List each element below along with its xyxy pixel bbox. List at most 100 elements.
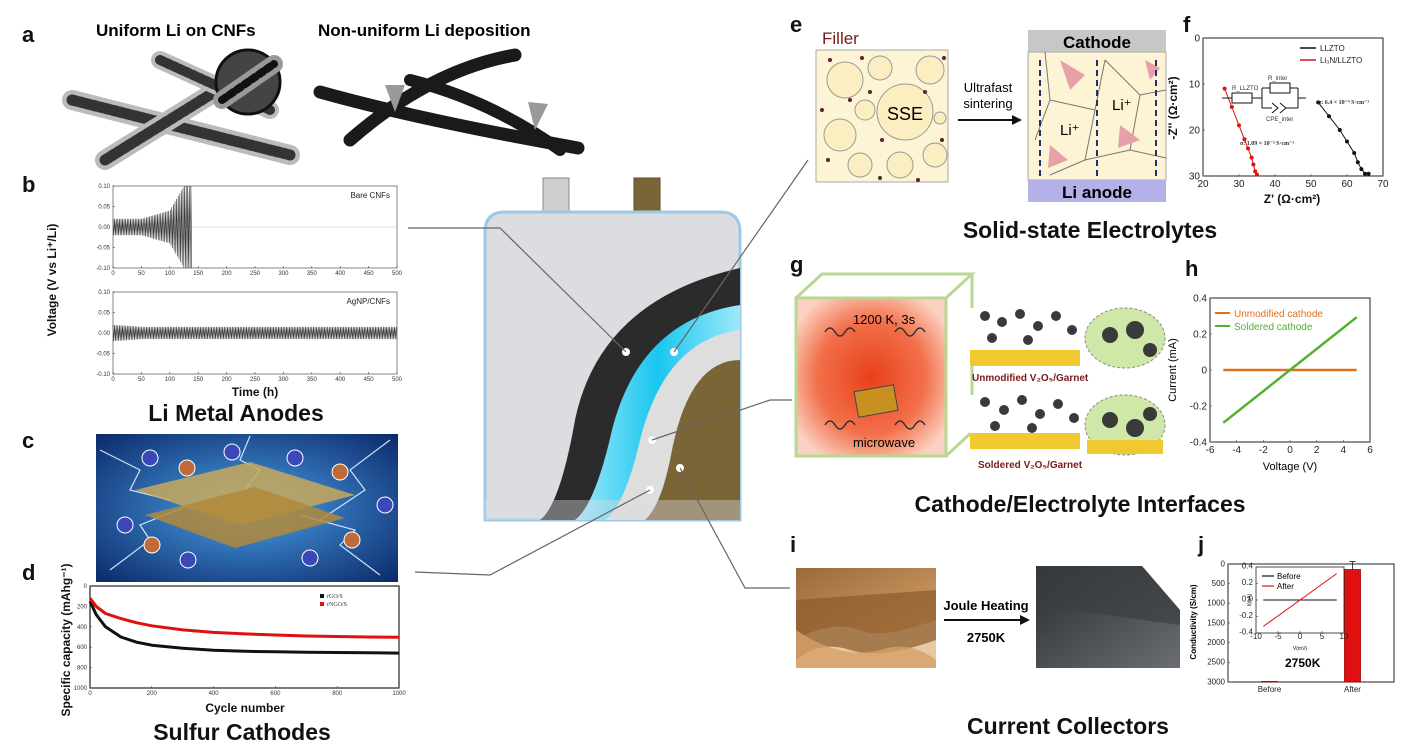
x-tick-label: 70 — [1377, 179, 1389, 190]
inset-traces — [1263, 573, 1337, 627]
x-tick-label: 0 — [111, 271, 115, 277]
legend-after: After — [1277, 582, 1294, 591]
d-x-axis-label: Cycle number — [205, 701, 285, 715]
x-tick-label: 350 — [307, 377, 318, 383]
bar-label-Before: Before — [1258, 685, 1282, 694]
inset-line-After — [1263, 573, 1337, 627]
x-tick-label: 30 — [1233, 179, 1245, 190]
x-tick-label: 1000 — [392, 691, 406, 697]
y-tick-label: -0.2 — [1190, 401, 1208, 412]
data-point-LLZTO — [1316, 100, 1321, 105]
filler-dots — [820, 56, 946, 182]
data-point-LLZTO — [1355, 160, 1360, 165]
x-tick-label: 400 — [209, 691, 220, 697]
ion-paths — [1039, 60, 1157, 180]
data-point-Li₃N/LLZTO — [1237, 123, 1241, 128]
y-tick-label: 600 — [77, 645, 88, 651]
f-x-axis-label: Z' (Ω·cm²) — [1264, 192, 1320, 206]
x-tick-label: 250 — [250, 271, 261, 277]
ar-atoms — [143, 459, 361, 554]
inset-legend: Before After — [1262, 572, 1301, 591]
y-tick-label: 0.00 — [98, 225, 110, 231]
iv-traces — [1222, 316, 1358, 424]
uniform-cnf-illustration — [62, 48, 300, 170]
y-tick-label: 0.2 — [1242, 578, 1254, 587]
microwave-waves — [824, 327, 926, 430]
legend-li3n-llzto: Li₃N/LLZTO — [1320, 56, 1362, 65]
legend-rgo-s: rGO/S — [327, 594, 343, 600]
condition-label: 1200 K, 3s — [853, 312, 916, 327]
data-point-LLZTO — [1352, 151, 1357, 155]
filler-pockets — [1048, 60, 1160, 168]
cathode-layer — [1028, 30, 1166, 52]
data-point-LLZTO — [1337, 128, 1342, 132]
unmodified-garnet — [970, 350, 1080, 366]
x-tick-label: 0 — [1298, 632, 1303, 641]
eis-points — [1222, 86, 1371, 177]
h-x-axis-label: Voltage (V) — [1263, 461, 1317, 473]
x-tick-label: 300 — [278, 271, 289, 277]
x-tick-label: 2 — [1314, 445, 1320, 456]
x-tick-label: 100 — [165, 271, 176, 277]
voltage-trace — [112, 324, 398, 342]
temperature-label: 2750K — [967, 630, 1006, 645]
x-tick-label: 200 — [147, 691, 158, 697]
x-tick-label: 5 — [1320, 632, 1325, 641]
y-tick-label: 0 — [1221, 559, 1226, 568]
panel-label-g: g — [790, 252, 803, 277]
data-point-LLZTO — [1359, 167, 1364, 172]
data-point-Li₃N/LLZTO — [1229, 105, 1234, 109]
x-tick-label: -2 — [1259, 445, 1268, 456]
circuit-r-inter: R_inter — [1268, 76, 1287, 82]
sulfur-capacity-traces — [88, 597, 400, 655]
legend-unmodified-cathode: Unmodified cathode — [1234, 309, 1323, 320]
legend-soldered-cathode: Soldered cathode — [1234, 322, 1313, 333]
x-tick-label: 4 — [1341, 445, 1347, 456]
y-tick-label: 0 — [1201, 365, 1207, 376]
y-tick-label: 0.10 — [98, 184, 110, 190]
y-tick-label: 0.00 — [98, 331, 110, 337]
x-tick-label: 300 — [278, 377, 289, 383]
panel-label-a: a — [22, 22, 35, 47]
x-tick-label: 6 — [1367, 445, 1373, 456]
x-tick-label: 450 — [364, 377, 375, 383]
y-tick-label: -0.4 — [1190, 437, 1208, 448]
series-line-rNGO/S — [88, 597, 400, 639]
d-y-axis-label: Specific capacity (mAhg⁻¹) — [59, 563, 73, 716]
x-tick-label: 50 — [1305, 179, 1317, 190]
y-tick-label: 1000 — [74, 686, 88, 692]
pouch-cell — [483, 177, 742, 522]
legend-agnp-cnfs: AgNP/CNFs — [346, 297, 390, 306]
bare-cnfs-trace — [112, 185, 397, 269]
series-line-Soldered cathode — [1222, 316, 1358, 424]
data-point-Li₃N/LLZTO — [1249, 155, 1254, 160]
panel-label-b: b — [22, 172, 35, 197]
y-tick-label: 2000 — [1207, 638, 1225, 647]
soldered-particles — [980, 395, 1079, 433]
section-current-collectors: Current Collectors — [967, 713, 1169, 739]
y-tick-label: 0.05 — [98, 205, 110, 211]
x-tick-label: 350 — [307, 271, 318, 277]
y-tick-label: 2500 — [1207, 658, 1225, 667]
graphene-sheets — [135, 462, 355, 548]
sse-particles — [823, 55, 948, 179]
x-tick-label: 10 — [1340, 632, 1349, 641]
panel-label-e: e — [790, 12, 802, 37]
panel-label-f: f — [1183, 12, 1191, 37]
section-solid-state-electrolytes: Solid-state Electrolytes — [963, 217, 1217, 243]
y-tick-label: 800 — [77, 666, 88, 672]
y-tick-label: 20 — [1189, 125, 1201, 136]
y-tick-label: 1000 — [1207, 599, 1225, 608]
sample-pellet — [853, 384, 899, 418]
bar-Before — [1261, 681, 1278, 683]
x-tick-label: 400 — [335, 271, 346, 277]
f-y-axis-label: -Z'' (Ω·cm²) — [1166, 76, 1180, 139]
x-tick-label: 0 — [111, 377, 115, 383]
title-nonuniform-li: Non-uniform Li deposition — [318, 21, 530, 40]
